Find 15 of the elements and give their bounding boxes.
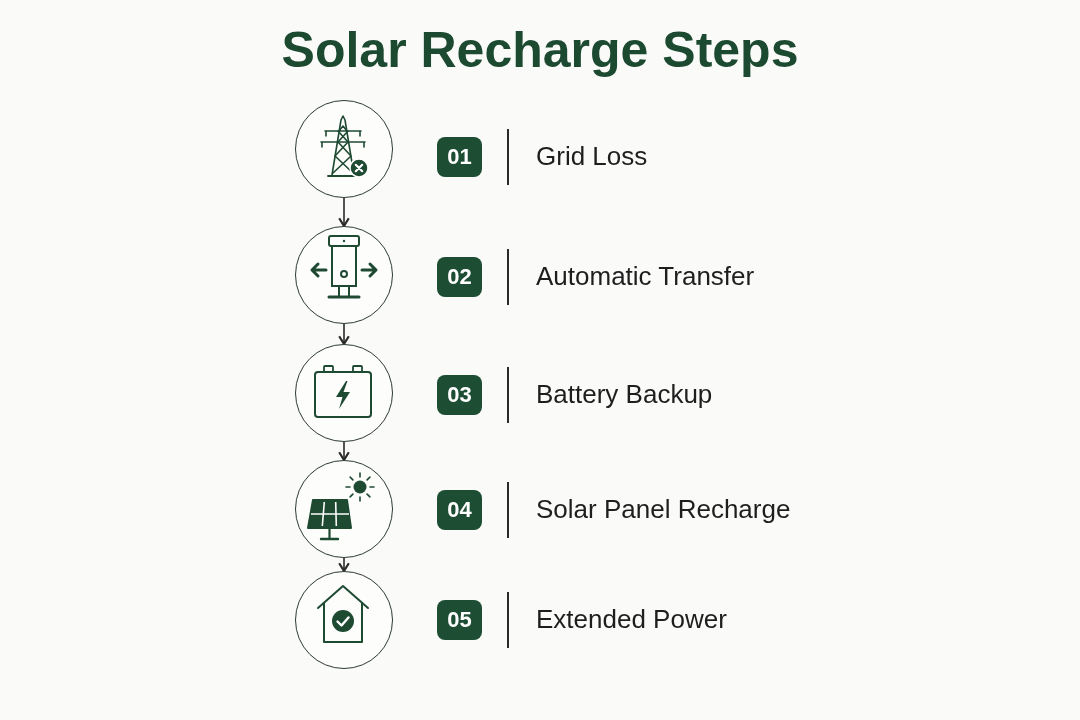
step-title: Extended Power <box>536 603 727 635</box>
arrow <box>338 323 350 346</box>
number-badge: 05 <box>437 600 482 640</box>
step-title: Grid Loss <box>536 140 648 172</box>
number-badge: 03 <box>437 375 482 415</box>
step-title: Automatic Transfer <box>536 260 755 292</box>
arrow <box>338 441 350 462</box>
arrow <box>338 557 350 573</box>
step-title: Battery Backup <box>536 378 713 410</box>
page-title: Solar Recharge Steps <box>280 21 800 80</box>
arrow <box>338 197 350 228</box>
step-title: Solar Panel Recharge <box>536 493 791 525</box>
number-badge: 04 <box>437 490 482 530</box>
number-badge: 02 <box>437 257 482 297</box>
number-badge: 01 <box>437 137 482 177</box>
